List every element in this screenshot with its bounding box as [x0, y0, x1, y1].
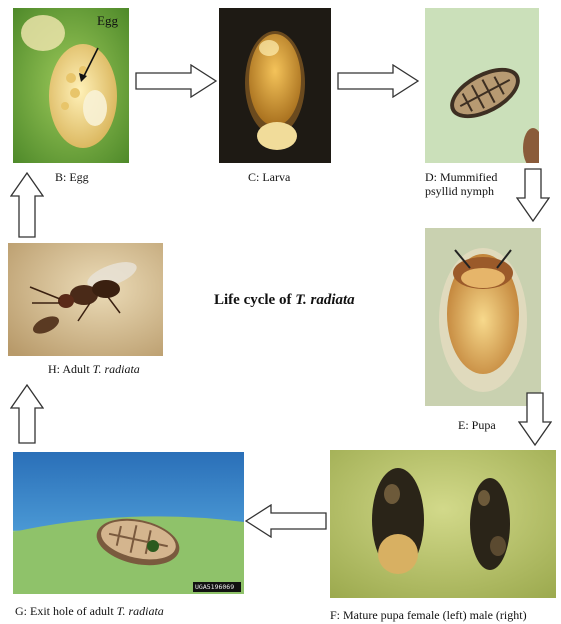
exit-hole-watermark: UGA5196069	[195, 582, 234, 592]
diagram-title-species: T. radiata	[295, 292, 354, 308]
pupa-caption: E: Pupa	[458, 418, 496, 432]
egg-annotation: Egg	[97, 14, 118, 28]
exit-hole-photo: UGA5196069	[13, 452, 244, 594]
diagram-title: Life cycle of T. radiata	[214, 292, 355, 309]
adult-caption-prefix: H: Adult	[48, 362, 93, 376]
mature-pupa-caption: F: Mature pupa female (left) male (right…	[330, 608, 527, 622]
pupa-photo	[425, 228, 541, 406]
exit-hole-caption-species: T. radiata	[117, 604, 164, 618]
arrow-mature-to-exit	[245, 504, 327, 538]
arrow-mummified-to-pupa	[516, 168, 550, 222]
exit-hole-caption: G: Exit hole of adult T. radiata	[15, 604, 164, 618]
arrow-adult-to-egg	[10, 172, 44, 238]
mummified-caption-line1: D: Mummified	[425, 170, 497, 184]
adult-caption: H: Adult T. radiata	[48, 362, 140, 376]
mummified-caption-line2: psyllid nymph	[425, 184, 494, 198]
larva-caption: C: Larva	[248, 170, 290, 184]
arrow-exit-to-adult	[10, 384, 44, 444]
exit-hole-caption-prefix: G: Exit hole of adult	[15, 604, 117, 618]
diagram-title-text: Life cycle of	[214, 292, 295, 308]
egg-photo	[13, 8, 129, 163]
mature-pupa-photo	[330, 450, 556, 598]
egg-caption: B: Egg	[55, 170, 89, 184]
adult-photo	[8, 243, 163, 356]
larva-photo	[219, 8, 331, 163]
arrow-pupa-to-mature	[518, 392, 552, 446]
arrow-egg-to-larva	[135, 64, 217, 98]
arrow-larva-to-mummified	[337, 64, 419, 98]
adult-caption-species: T. radiata	[93, 362, 140, 376]
mummified-photo	[425, 8, 539, 163]
